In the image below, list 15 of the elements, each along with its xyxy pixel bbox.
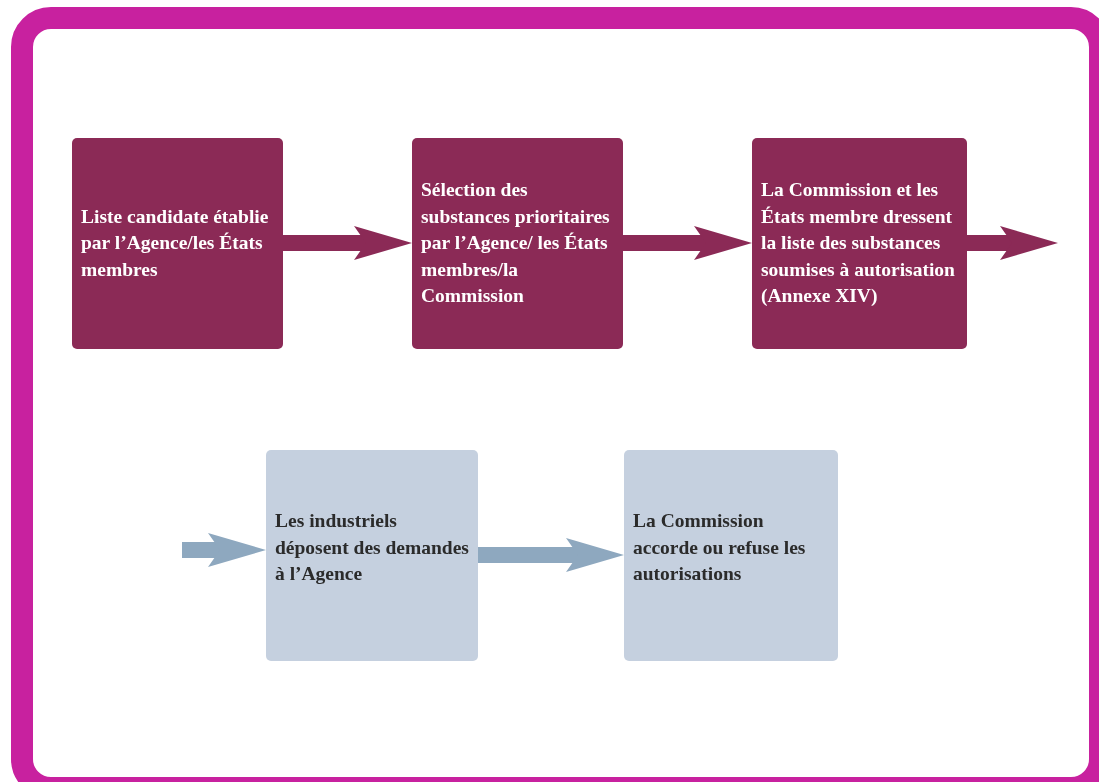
arrow [478,538,624,572]
arrow [182,533,266,567]
process-box [266,450,478,661]
box-text: Les industriels déposent des demandes à l’Agence [275,509,470,586]
box-text: La Commission et les États membre dressent la liste des substances soumises à autorisation (Annexe XIV) [761,178,956,309]
box-text: Liste candidate établie par l’Agence/les États membres [81,204,270,282]
box-text: La Commission accorde ou refuse les autorisations [633,509,807,586]
process-box [624,450,838,661]
arrow [283,226,412,260]
arrow [967,226,1058,260]
box-text: Sélection des substances prioritaires par l’Agence/ les États membres/la Commission [421,178,611,309]
process-box [412,138,623,349]
process-box [72,138,283,349]
process-box [752,138,967,349]
arrow [623,226,752,260]
